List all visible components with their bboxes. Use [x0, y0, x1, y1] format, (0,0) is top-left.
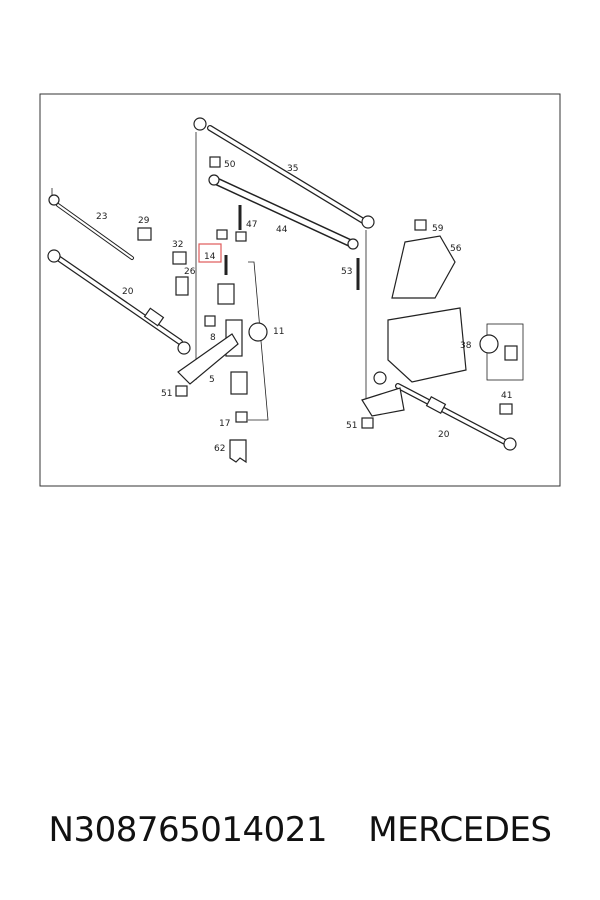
pitman-arm-right	[361, 387, 405, 417]
bushing-26	[175, 276, 189, 296]
nut-51-right	[361, 417, 374, 429]
nut-50	[209, 156, 221, 168]
callout-8: 8	[210, 333, 216, 343]
callout-50: 50	[224, 160, 236, 170]
bolt-59	[414, 219, 427, 231]
tie-rod-35	[193, 117, 375, 229]
drag-link-44	[208, 174, 359, 250]
nut-29	[137, 227, 152, 241]
nut-32	[172, 251, 187, 265]
part-caption: N308765014021 MERCEDES	[0, 810, 600, 860]
bushing-38	[504, 345, 518, 361]
wrench-icon	[248, 322, 268, 342]
wrench-icon-38	[479, 334, 499, 354]
nut-47	[235, 231, 247, 242]
tie-rod-20-right	[373, 371, 517, 451]
bushing	[217, 283, 235, 305]
callout-17: 17	[219, 419, 230, 429]
callout-5: 5	[209, 375, 215, 385]
callout-26: 26	[184, 267, 196, 277]
callout-32: 32	[172, 240, 183, 250]
nut-17	[235, 411, 248, 423]
callout-44: 44	[276, 225, 288, 235]
callout-62: 62	[214, 444, 225, 454]
tie-rod-20-left	[47, 249, 191, 355]
callout-47: 47	[246, 220, 257, 230]
tie-rod-end-23	[48, 188, 134, 260]
callout-20-left: 20	[122, 287, 134, 297]
diagram-frame	[39, 93, 561, 487]
bracket-62	[229, 439, 247, 464]
callout-38: 38	[460, 341, 472, 351]
callout-14: 14	[204, 252, 216, 262]
nut-51-left	[175, 385, 188, 397]
bearing	[230, 371, 248, 395]
callout-53: 53	[341, 267, 352, 277]
steering-gear	[387, 307, 467, 383]
bolt-8	[204, 315, 216, 327]
callout-23: 23	[96, 212, 107, 222]
callout-51-left: 51	[161, 389, 172, 399]
pitman-arm-5	[177, 333, 239, 385]
highlight-box	[198, 243, 222, 263]
callout-29: 29	[138, 216, 150, 226]
callout-59: 59	[432, 224, 444, 234]
cover-56	[391, 235, 456, 299]
callout-35: 35	[287, 164, 298, 174]
callout-41: 41	[501, 391, 512, 401]
parts-diagram: 35 50 23 29 47 44 59 32 14 56 53 20 26 1…	[39, 93, 561, 487]
part-number: N308765014021	[48, 810, 328, 850]
washer-14	[216, 229, 228, 240]
brand-name: MERCEDES	[368, 810, 552, 850]
callout-51-right: 51	[346, 421, 357, 431]
nut-41	[499, 403, 513, 415]
callout-56: 56	[450, 244, 462, 254]
callout-11: 11	[273, 327, 284, 337]
callout-20-right: 20	[438, 430, 450, 440]
